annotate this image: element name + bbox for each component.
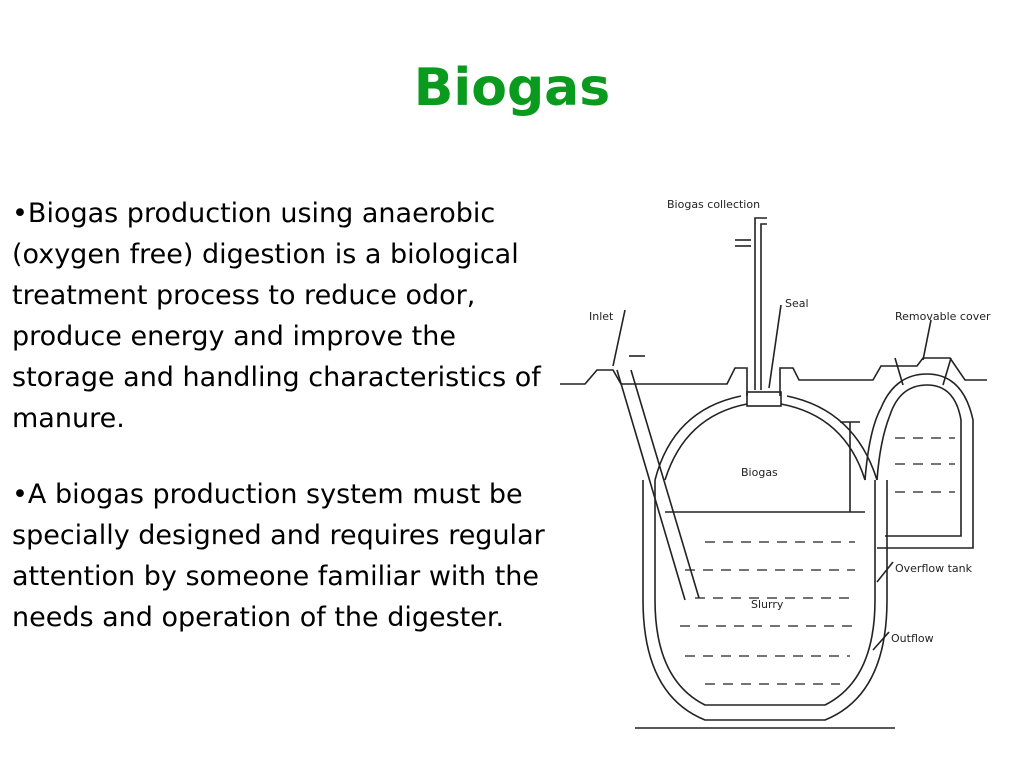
label-removable-cover: Removable cover xyxy=(895,310,991,323)
collection-pipe xyxy=(754,217,767,390)
cover-leader xyxy=(922,319,932,361)
slide-title: Biogas xyxy=(413,58,611,118)
bullet-list: •Biogas production using anaerobic (oxyg… xyxy=(12,193,562,673)
label-overflow-tank: Overflow tank xyxy=(895,562,973,575)
slurry-fill xyxy=(680,437,955,685)
label-inlet: Inlet xyxy=(589,310,614,323)
label-biogas: Biogas xyxy=(741,466,778,479)
inlet-pipe xyxy=(616,369,686,601)
ground-line-right xyxy=(779,357,987,396)
inlet-leader xyxy=(612,309,626,367)
overflow-tank xyxy=(876,384,962,537)
biogas-digester-diagram: Biogas collection Inlet Seal Removable c… xyxy=(560,198,991,729)
dome-left xyxy=(664,403,748,481)
seal-leader xyxy=(768,304,782,389)
label-biogas-collection: Biogas collection xyxy=(667,198,760,211)
digester-wall xyxy=(654,480,876,706)
bullet-item: •Biogas production using anaerobic (oxyg… xyxy=(12,198,541,434)
bullet-item: •A biogas production system must be spec… xyxy=(12,479,545,633)
label-seal: Seal xyxy=(785,297,809,310)
dome-right xyxy=(780,403,866,481)
label-outflow: Outflow xyxy=(891,632,934,645)
dome-seal xyxy=(746,391,782,407)
label-slurry: Slurry xyxy=(751,598,784,611)
outflow-leader xyxy=(872,631,890,651)
overflow-leader xyxy=(876,561,894,583)
ground-line-left xyxy=(560,367,748,396)
